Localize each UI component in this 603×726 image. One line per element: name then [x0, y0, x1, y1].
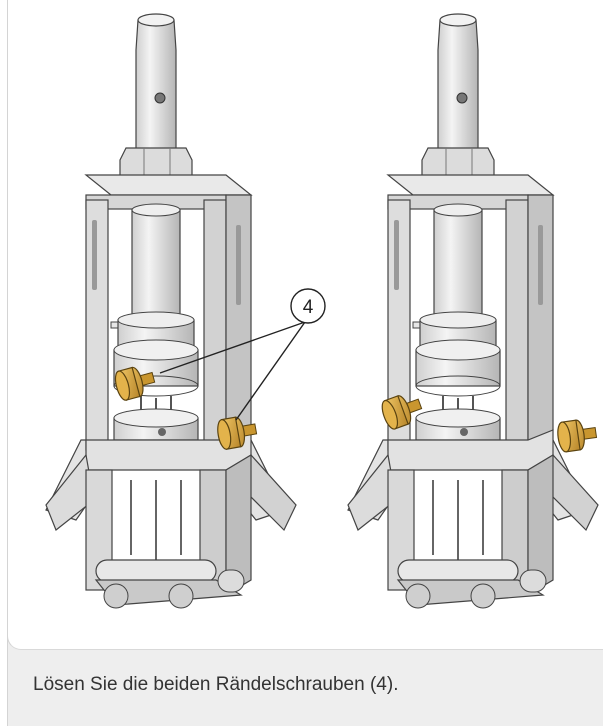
device-screws-tightened [45, 13, 297, 609]
callout-number: 4 [303, 297, 314, 318]
device-screws-loosened [347, 13, 599, 609]
knurled-screw-side-loosened [555, 417, 599, 454]
instruction-caption: Lösen Sie die beiden Rändelschrauben (4)… [33, 674, 399, 695]
assembly-illustration: 4 [7, 0, 603, 650]
callout-4: 4 [159, 288, 326, 421]
